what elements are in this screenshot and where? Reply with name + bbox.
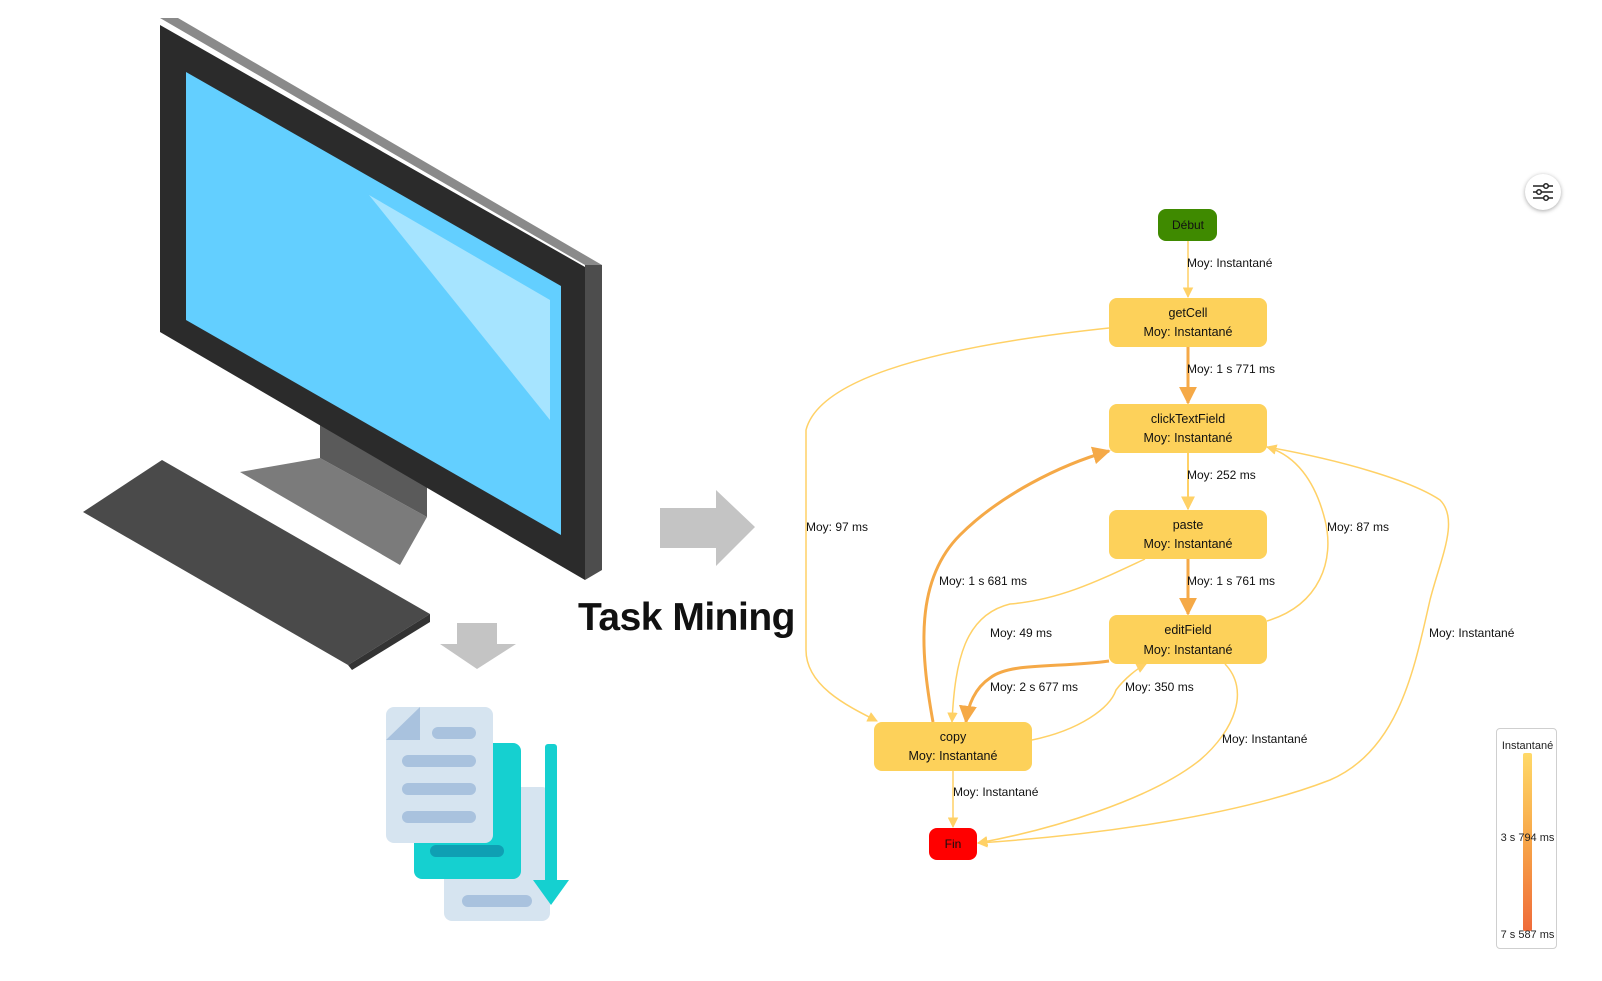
edge-labels: Moy: Instantané Moy: 1 s 771 ms Moy: 252…: [806, 256, 1515, 799]
node-debut[interactable]: Début: [1158, 209, 1217, 241]
edge-label-getcell-clicktextfield: Moy: 1 s 771 ms: [1187, 362, 1275, 376]
edge-label-clicktextfield-fin: Moy: Instantané: [1429, 626, 1515, 640]
settings-button[interactable]: [1525, 174, 1561, 210]
node-copy-sub: Moy: Instantané: [909, 749, 998, 763]
edge-label-copy-fin: Moy: Instantané: [953, 785, 1039, 799]
node-editfield[interactable]: editField Moy: Instantané: [1109, 615, 1267, 664]
node-fin[interactable]: Fin: [929, 828, 977, 860]
sliders-icon: [1533, 182, 1553, 202]
legend-gradient: [1523, 753, 1532, 931]
edge-getcell-copy: [805, 327, 1110, 722]
edge-editfield-clicktextfield: [1265, 444, 1329, 622]
process-edges: [805, 241, 1450, 848]
computer-icon: [83, 18, 602, 670]
edge-label-editfield-copy: Moy: 2 s 677 ms: [990, 680, 1078, 694]
node-fin-label: Fin: [945, 837, 962, 851]
edge-label-debut-getcell: Moy: Instantané: [1187, 256, 1273, 270]
edge-label-copy-clicktextfield: Moy: 1 s 681 ms: [939, 574, 1027, 588]
node-editfield-sub: Moy: Instantané: [1144, 643, 1233, 657]
legend-middle-label: 3 s 794 ms: [1500, 832, 1555, 844]
edge-clicktextfield-fin: [976, 446, 1450, 848]
edge-label-editfield-fin: Moy: Instantané: [1222, 732, 1308, 746]
node-getcell[interactable]: getCell Moy: Instantané: [1109, 298, 1267, 347]
documents-icon: [386, 707, 569, 921]
node-clicktextfield-label: clickTextField: [1151, 412, 1225, 426]
node-paste-sub: Moy: Instantané: [1144, 537, 1233, 551]
edge-label-paste-editfield: Moy: 1 s 761 ms: [1187, 574, 1275, 588]
duration-legend: Instantané 3 s 794 ms 7 s 587 ms: [1496, 728, 1557, 949]
node-getcell-label: getCell: [1169, 306, 1208, 320]
edge-label-clicktextfield-paste: Moy: 252 ms: [1187, 468, 1256, 482]
arrow-down-icon: [440, 623, 516, 669]
node-clicktextfield[interactable]: clickTextField Moy: Instantané: [1109, 404, 1267, 453]
node-getcell-sub: Moy: Instantané: [1144, 325, 1233, 339]
node-paste[interactable]: paste Moy: Instantané: [1109, 510, 1267, 559]
node-copy-label: copy: [940, 730, 967, 744]
node-paste-label: paste: [1173, 518, 1204, 532]
legend-top-label: Instantané: [1501, 740, 1554, 752]
edge-editfield-copy: [958, 659, 1110, 724]
edge-editfield-fin: [976, 663, 1239, 847]
node-editfield-label: editField: [1164, 623, 1211, 637]
edge-label-getcell-copy: Moy: 97 ms: [806, 520, 868, 534]
arrow-right-icon: [660, 490, 755, 566]
edge-label-paste-copy: Moy: 49 ms: [990, 626, 1052, 640]
node-clicktextfield-sub: Moy: Instantané: [1144, 431, 1233, 445]
node-debut-label: Début: [1172, 218, 1205, 232]
edge-copy-clicktextfield: [922, 446, 1111, 723]
node-copy[interactable]: copy Moy: Instantané: [874, 722, 1032, 771]
edge-label-copy-editfield: Moy: 350 ms: [1125, 680, 1194, 694]
legend-bottom-label: 7 s 587 ms: [1500, 929, 1555, 941]
edge-paste-copy: [947, 558, 1146, 724]
page-title: Task Mining: [578, 596, 795, 639]
edge-copy-editfield: [1031, 663, 1147, 741]
edge-label-editfield-clicktextfield: Moy: 87 ms: [1327, 520, 1389, 534]
